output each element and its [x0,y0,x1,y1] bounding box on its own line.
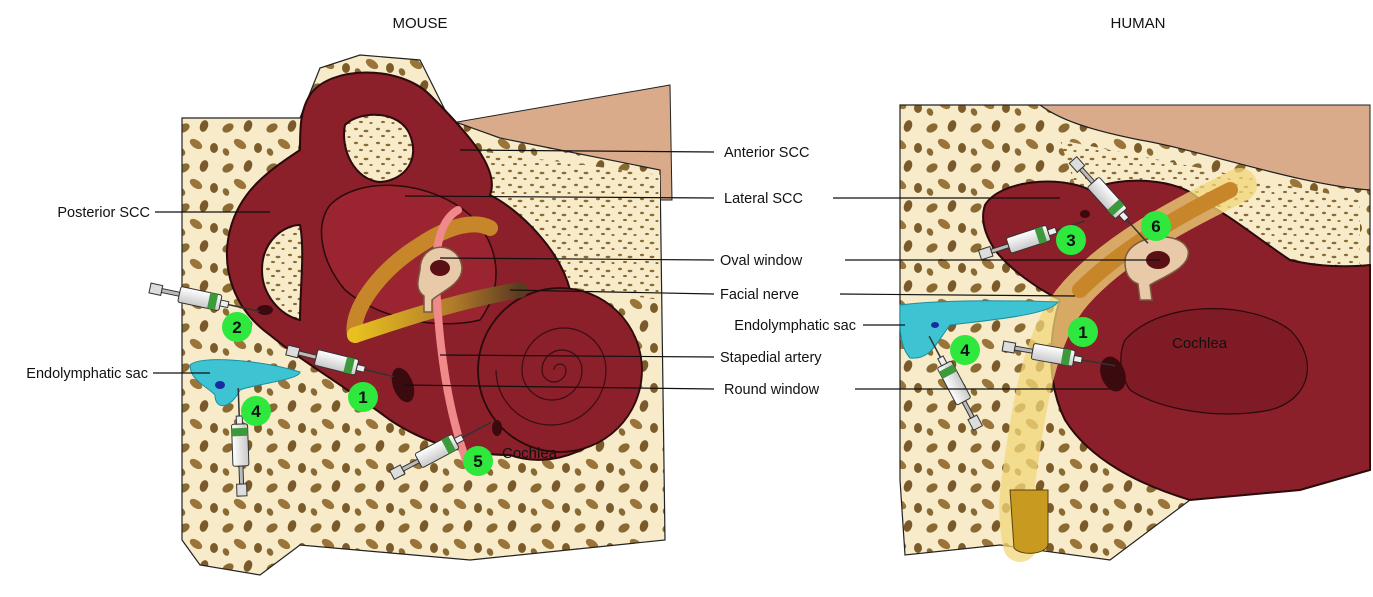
human-scc-site [1080,210,1090,218]
label-stapedial-artery: Stapedial artery [720,350,822,366]
label-oval-window: Oval window [720,253,803,269]
label-anterior-scc: Anterior SCC [724,145,809,161]
svg-text:4: 4 [960,341,970,360]
human-facial-nerve-stump [1010,490,1048,553]
mouse-panel: 2 1 4 5 Cochlea [148,55,672,575]
human-site-marker-6: 6 [1141,211,1171,241]
svg-text:1: 1 [1078,323,1087,342]
mouse-cochlea-window [492,420,502,436]
mouse-site-marker-1: 1 [348,382,378,412]
human-endolymphatic-sac-puncture [931,322,939,328]
mouse-title: MOUSE [392,15,447,32]
human-cochlea-label: Cochlea [1172,335,1228,352]
mouse-site-marker-5: 5 [463,446,493,476]
mouse-site-marker-4: 4 [241,396,271,426]
mouse-posterior-canal-site [257,305,273,315]
human-site-marker-1: 1 [1068,317,1098,347]
human-site-marker-3: 3 [1056,225,1086,255]
svg-text:6: 6 [1151,217,1160,236]
human-panel: Cochlea [900,105,1370,560]
mouse-endolymphatic-sac-puncture [215,381,225,389]
svg-text:1: 1 [358,388,367,407]
label-mouse-endolymphatic-sac: Endolymphatic sac [26,366,148,382]
human-title: HUMAN [1111,15,1166,32]
label-human-endolymphatic-sac: Endolymphatic sac [734,318,856,334]
label-lateral-scc: Lateral SCC [724,191,803,207]
mouse-cochlea [478,288,642,452]
svg-text:2: 2 [232,318,241,337]
label-facial-nerve: Facial nerve [720,287,799,303]
label-round-window: Round window [724,382,820,398]
mouse-site-marker-2: 2 [222,312,252,342]
svg-text:3: 3 [1066,231,1075,250]
label-posterior-scc: Posterior SCC [57,205,150,221]
svg-text:4: 4 [251,402,261,421]
human-site-marker-4: 4 [950,335,980,365]
svg-text:5: 5 [473,452,482,471]
mouse-cochlea-label: Cochlea [502,445,558,462]
human-cochlea [1121,309,1308,414]
